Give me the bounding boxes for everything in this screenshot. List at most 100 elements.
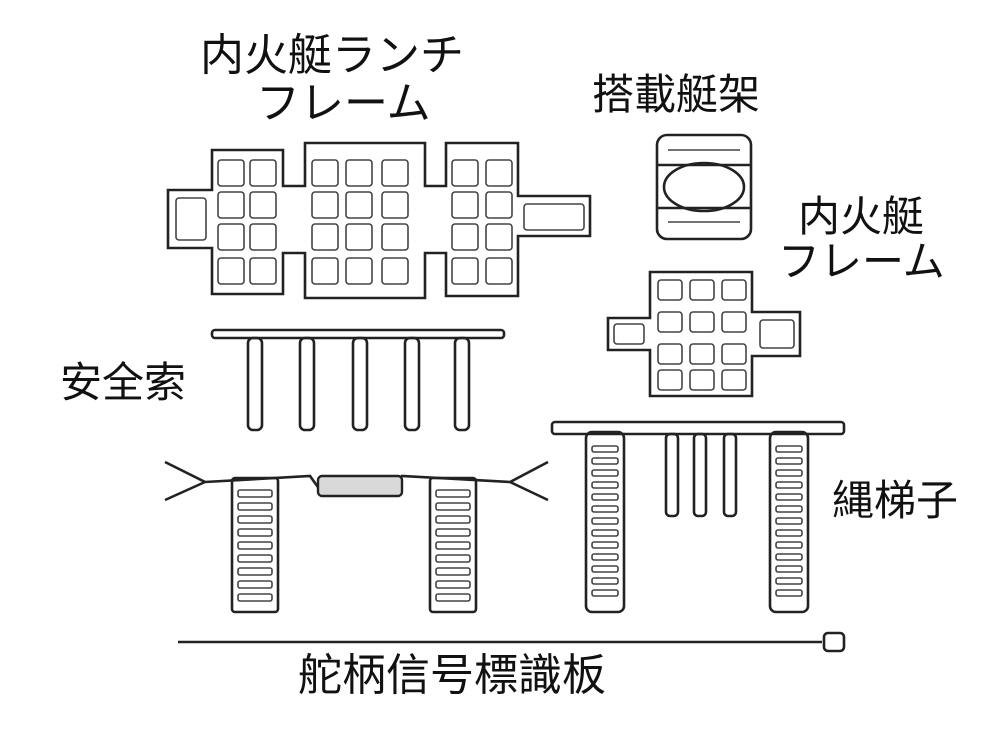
ladder-rung [435,593,471,602]
boat-frame-cell [657,279,683,301]
ladder-frame [428,476,478,614]
rope-ladder-rung [591,517,619,525]
rope-ladder-rung [775,445,803,453]
safety-line-post [403,336,421,432]
rope-ladder-rung [775,541,803,549]
launch-frame-cell [217,223,245,251]
ladder-rung [237,528,273,537]
launch-frame-cell [345,191,373,219]
launch-frame-cell [249,223,277,251]
launch-frame-cell [451,257,479,285]
rope-ladder-post [722,432,738,518]
safety-line-post [298,336,316,432]
launch-frame-cell [311,257,339,285]
launch-frame-cell [451,159,479,187]
rope-ladder-rung [591,565,619,573]
ladder-rung [237,502,273,511]
rope-ladder-rung [775,577,803,585]
boat-frame-cell [721,369,747,391]
boat-cradle-part [655,133,753,241]
launch-frame-cell [345,159,373,187]
motor-boat-frame-label: 内火艇 フレーム [778,194,945,285]
launch-frame-cell [311,159,339,187]
launch-frame-cell [381,159,409,187]
safety-line-post [246,336,264,432]
boat-frame-cell [721,343,747,365]
safety-line-post [453,336,471,432]
launch-frame-cell [485,223,513,251]
launch-frame-label: 内火艇ランチ フレーム [200,32,464,127]
ladder-rung [237,580,273,589]
motor-boat-frame-label-line1: 内火艇 [798,192,925,241]
launch-frame-cell [485,257,513,285]
boat-frame-bow [613,323,645,345]
boat-frame-cell [721,311,747,333]
boat-frame-cell [657,343,683,365]
ladder-rung [435,528,471,537]
rope-ladder-rung [775,457,803,465]
launch-frame-cell [381,257,409,285]
ladder-rung [435,541,471,550]
rope-ladder-part [550,420,846,614]
ladder-rung [237,554,273,563]
ladder-rung [237,515,273,524]
ladder-rung [435,515,471,524]
launch-frame-cell [451,191,479,219]
ladder-rung [435,489,471,498]
launch-frame-cell [217,191,245,219]
ladder-rope-part [164,460,549,614]
launch-frame-cell [381,223,409,251]
rope-ladder-post [664,432,680,518]
rudder-signal-board-label: 舵柄信号標識板 [298,650,606,701]
launch-frame-cell [249,257,277,285]
launch-frame-label-line2: フレーム [256,77,431,129]
rope-ladder-rung [775,469,803,477]
ladder-rung [237,567,273,576]
rope-ladder-rung [775,553,803,561]
launch-frame-cell [217,159,245,187]
rudder-signal-board-part [178,631,846,653]
motor-boat-frame-label-line2: フレーム [778,237,945,287]
launch-frame-cell [311,223,339,251]
launch-frame-cell [345,223,373,251]
rope-ladder-rung [775,565,803,573]
ladder-frame [230,476,280,614]
rope-ladder-rung [591,589,619,597]
boat-frame-cell [721,279,747,301]
boat-frame-cell [657,369,683,391]
motor-boat-frame-part [606,270,802,398]
boat-frame-cell [657,311,683,333]
boat-frame-cell [689,343,715,365]
boat-frame-cell [689,369,715,391]
launch-frame-cell [249,191,277,219]
rope-ladder-rung [591,577,619,585]
launch-frame-cell [249,159,277,187]
rope-ladder-rung [591,481,619,489]
launch-frame-cell [217,257,245,285]
launch-frame-cell [485,191,513,219]
rope-ladder-post [692,432,708,518]
ladder-rung [435,554,471,563]
boat-frame-stern [759,319,795,349]
launch-frame-label-line1: 内火艇ランチ [200,30,464,81]
ladder-rung [435,580,471,589]
ladder-rung [435,502,471,511]
rope-ladder-rung [591,457,619,465]
boat-frame-cell [689,311,715,333]
rope-ladder-rung [591,445,619,453]
launch-frame-cell [485,159,513,187]
ladder-rung [237,541,273,550]
rope-ladder-rung [591,541,619,549]
rope-ladder-rung [591,493,619,501]
safety-line-post [351,336,369,432]
rope-ladder-rung [775,505,803,513]
rope-ladder-rung [591,553,619,561]
ladder-rung [435,567,471,576]
launch-frame-cell [451,223,479,251]
launch-frame-stern [523,203,585,231]
safety-line-label: 安全索 [60,358,187,407]
launch-frame-part [166,141,592,300]
rope-ladder-rung [775,589,803,597]
